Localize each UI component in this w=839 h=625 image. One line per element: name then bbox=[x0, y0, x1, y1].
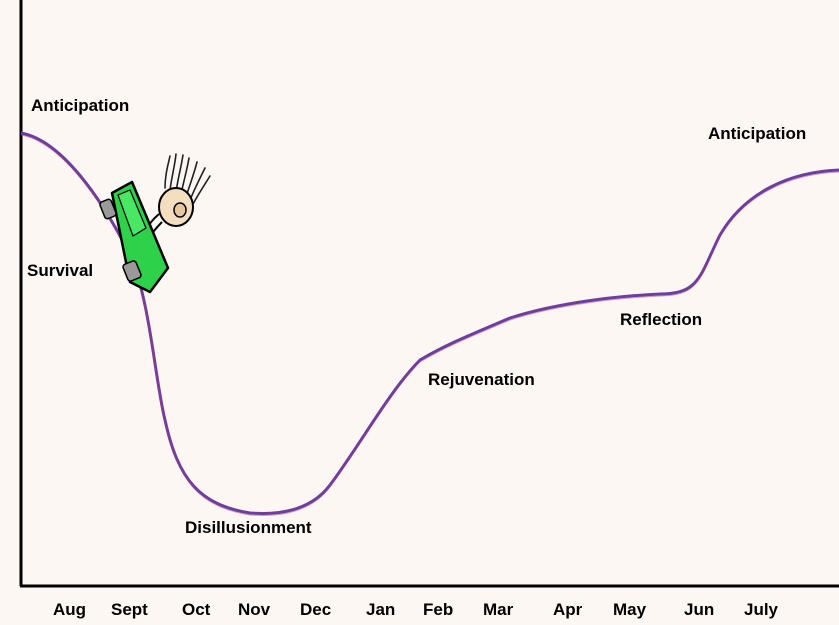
x-tick-label: Nov bbox=[238, 600, 271, 619]
x-tick-label: May bbox=[613, 600, 647, 619]
car-driving-down-curve-icon bbox=[99, 153, 211, 294]
x-tick-label: Oct bbox=[182, 600, 211, 619]
label-disillusionment: Disillusionment bbox=[185, 518, 312, 537]
x-tick-label: Apr bbox=[553, 600, 583, 619]
label-rejuvenation: Rejuvenation bbox=[428, 370, 535, 389]
series-line-shadow bbox=[20, 134, 839, 516]
x-tick-label: Aug bbox=[53, 600, 86, 619]
x-tick-label: Feb bbox=[423, 600, 453, 619]
label-survival: Survival bbox=[27, 261, 93, 280]
label-reflection: Reflection bbox=[620, 310, 702, 329]
label-anticipation-start: Anticipation bbox=[31, 96, 129, 115]
x-tick-label: Jun bbox=[684, 600, 714, 619]
x-tick-label: July bbox=[744, 600, 779, 619]
x-tick-label: Dec bbox=[300, 600, 331, 619]
series-line bbox=[20, 131, 839, 515]
x-tick-labels: Aug Sept Oct Nov Dec Jan Feb Mar Apr May… bbox=[53, 600, 779, 619]
x-tick-label: Jan bbox=[366, 600, 395, 619]
x-tick-label: Sept bbox=[111, 600, 148, 619]
label-anticipation-end: Anticipation bbox=[708, 124, 806, 143]
x-tick-label: Mar bbox=[483, 600, 514, 619]
